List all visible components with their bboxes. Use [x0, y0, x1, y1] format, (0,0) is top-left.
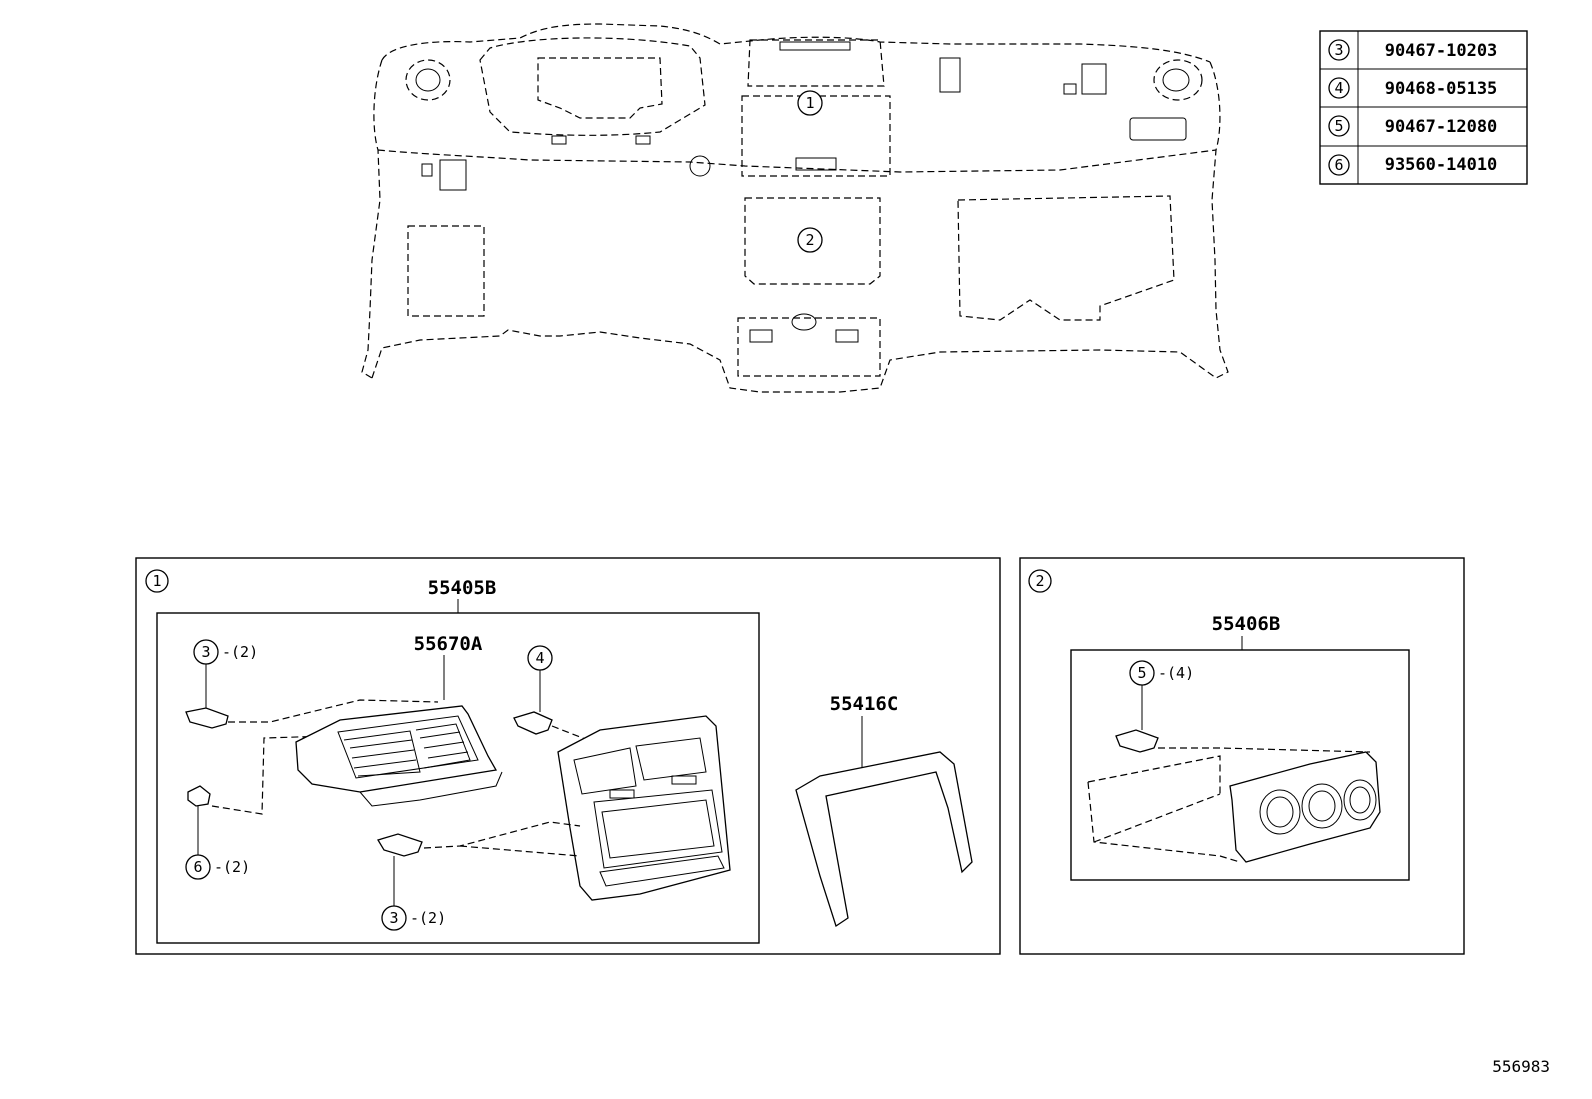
overview-callout-2: 2 — [797, 227, 823, 253]
table-ref-5: 5 — [1334, 117, 1343, 135]
dashboard-overview-drawing — [361, 23, 1229, 393]
box2-ref: 2 — [1035, 572, 1044, 590]
diagram-id: 556983 — [1492, 1057, 1550, 1076]
table-ref-4: 4 — [1334, 79, 1343, 97]
table-ref-3: 3 — [1334, 41, 1343, 59]
box1-ref: 1 — [152, 572, 161, 590]
climate-control-panel-shape — [1229, 751, 1381, 863]
svg-text:4: 4 — [535, 649, 544, 667]
air-register-shape — [295, 705, 503, 807]
clip-top-qty: -(2) — [222, 643, 258, 661]
svg-text:1: 1 — [805, 94, 814, 112]
table-part-no-1: 90467-10203 — [1385, 41, 1498, 61]
svg-text:3: 3 — [389, 909, 398, 927]
table-part-no-2: 90468-05135 — [1385, 79, 1498, 99]
label-55416c: 55416C — [830, 693, 899, 715]
clip-5-qty: -(4) — [1158, 664, 1194, 682]
detail-box-1: 1 55405B 55670A 55416C 3 -(2) 6 -(2) — [135, 557, 1001, 955]
clip-right-shape — [513, 711, 553, 735]
overview-callout-1: 1 — [797, 90, 823, 116]
screw-shape — [187, 785, 211, 807]
clip-bottom-qty: -(2) — [410, 909, 446, 927]
table-ref-6: 6 — [1334, 156, 1343, 174]
clip-bottom-shape — [377, 833, 423, 857]
screw-qty: -(2) — [214, 858, 250, 876]
clip-5-shape — [1115, 729, 1159, 753]
parts-reference-table: 3 90467-10203 4 90468-05135 5 90467-1208… — [1319, 30, 1528, 185]
label-55406b: 55406B — [1212, 613, 1281, 635]
svg-text:3: 3 — [201, 643, 210, 661]
svg-text:5: 5 — [1137, 664, 1146, 682]
table-part-no-4: 93560-14010 — [1385, 155, 1498, 175]
clip-top-left-shape — [185, 707, 229, 729]
table-part-no-3: 90467-12080 — [1385, 117, 1498, 137]
svg-text:6: 6 — [193, 858, 202, 876]
svg-text:2: 2 — [805, 231, 814, 249]
label-55405b: 55405B — [428, 577, 497, 599]
bracket-shape — [795, 751, 973, 928]
detail-box-2: 2 55406B 5 -(4) — [1019, 557, 1465, 955]
label-55670a: 55670A — [414, 633, 483, 655]
center-bezel-shape — [557, 715, 731, 901]
